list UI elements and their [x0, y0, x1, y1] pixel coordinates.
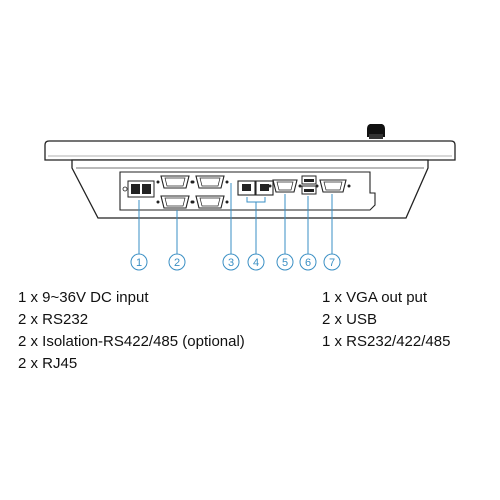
callout-number: 3	[228, 257, 234, 269]
callout-number: 6	[305, 257, 311, 269]
callout-number: 7	[329, 257, 335, 269]
callout-number: 1	[136, 257, 142, 269]
callout-circle	[323, 253, 341, 271]
legend-item-7: 1 x RS232/422/485	[322, 333, 451, 350]
callout-circle	[222, 253, 240, 271]
legend-item-2: 2 x RS232	[18, 311, 89, 328]
legend-item-3: 2 x Isolation-RS422/485 (optional)	[18, 333, 245, 350]
db9-connector	[156, 175, 194, 189]
db9-connector	[191, 175, 229, 189]
vga-connector	[268, 179, 302, 193]
callout-number: 2	[174, 257, 180, 269]
knob-icon	[367, 124, 385, 139]
usb-connector	[301, 175, 317, 195]
callout-circle	[247, 253, 265, 271]
legend-item-6: 2 x USB	[322, 311, 378, 328]
callout-circle	[168, 253, 186, 271]
callout-number: 5	[282, 257, 288, 269]
db9-connector	[191, 195, 229, 209]
legend-item-5: 1 x VGA out put	[322, 289, 428, 306]
db9-connector	[315, 179, 351, 193]
dc-input-connector	[122, 180, 155, 198]
legend-item-1: 1 x 9~36V DC input	[18, 289, 149, 306]
callout-circle	[130, 253, 148, 271]
panel-frame	[44, 140, 456, 161]
db9-connector	[156, 195, 194, 209]
rj45-connector	[237, 180, 274, 196]
callout-layer: 1 2 3 4 5 6 7	[130, 183, 341, 271]
callout-number: 4	[253, 257, 259, 269]
callout-circle	[276, 253, 294, 271]
callout-circle	[299, 253, 317, 271]
legend-item-4: 2 x RJ45	[18, 355, 78, 372]
